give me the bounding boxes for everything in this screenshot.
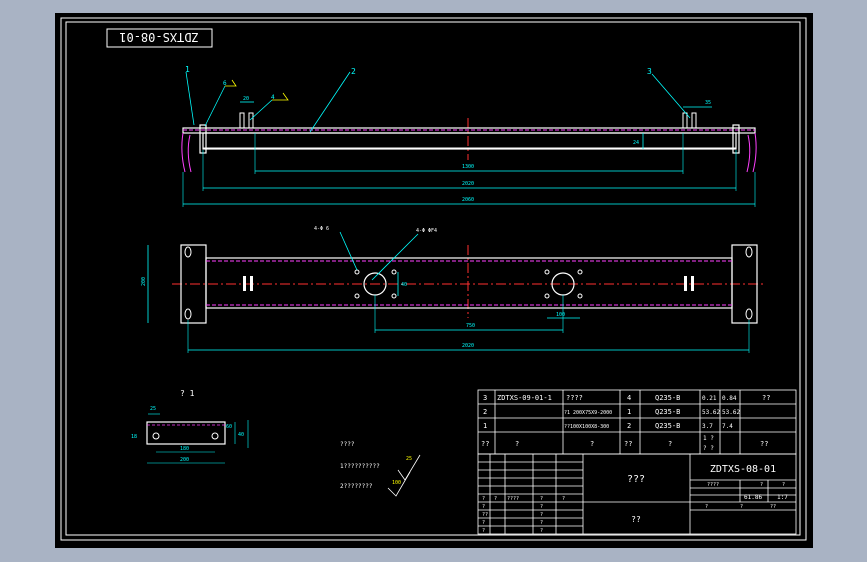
bom-r2-no: 1 (483, 422, 487, 430)
part-name: ??? (627, 474, 645, 485)
tb-cell-4: ? (740, 504, 743, 510)
bom-h-name: ? (590, 440, 594, 448)
tb-cell-15: ? (482, 520, 485, 526)
outer-border (60, 17, 807, 541)
bom-h-qty: ?? (624, 440, 632, 448)
tb-cell-10: ? (562, 496, 565, 502)
callout-3: 3 (647, 67, 652, 76)
tb-cell-18: ? (540, 528, 543, 534)
bom-r2-w1: 3.7 (702, 423, 713, 430)
bom-r1-w2: 53.62 (722, 409, 740, 416)
dim-step: 24 (633, 140, 639, 146)
tb-cell-1: ? (760, 482, 763, 488)
bom-r0-qty: 4 (627, 394, 631, 402)
plan-note-1: 4-Φ 6 (314, 226, 329, 232)
bom-r2-name: ??100X100X8-300 (564, 424, 609, 430)
drawing-number: ZDTXS-08-01 (710, 464, 776, 475)
dim-plan-hole: 40 (401, 282, 407, 288)
dim-left-gap: 20 (243, 96, 249, 102)
detail-view: ? 1 25 18 180 200 40 60 (131, 389, 249, 464)
bom-r0-w1: 0.21 (702, 395, 717, 402)
detail-dim-e: 40 (238, 432, 244, 438)
tech-notes: ???? 1?????????? 2???????? 25 100 (340, 441, 421, 497)
scale-value: 1:7 (777, 494, 788, 501)
dim-mid: 2020 (462, 181, 474, 187)
tb-cell-7: ? (482, 496, 485, 502)
detail-dim-f: 60 (226, 424, 232, 430)
drawing-area (55, 13, 813, 548)
detail-dim-a: 25 (150, 406, 156, 412)
notes-line-1: 1?????????? (340, 463, 380, 470)
plan-view: 4-Φ 6 4-Φ ΦF4 200 40 750 100 2020 (141, 226, 765, 353)
detail-dim-d: 200 (180, 457, 189, 463)
tb-cell-14: ? (540, 512, 543, 518)
callout-1: 1 (185, 65, 190, 74)
bom-r1-mat: Q235-B (655, 408, 680, 416)
dim-right-gap: 35 (705, 100, 711, 106)
detail-title: ? 1 (180, 389, 195, 398)
dim-inner: 1300 (462, 164, 474, 170)
tb-cell-0: ???? (707, 482, 719, 488)
weight-value: 61.86 (744, 494, 762, 501)
bom-r1-no: 2 (483, 408, 487, 416)
callout-2: 2 (351, 67, 356, 76)
tb-cell-17: ? (482, 528, 485, 534)
tb-cell-13: ?? (482, 512, 488, 518)
stamp-text: ZDTXS-08-01 (119, 30, 198, 44)
bom-h-code: ? (515, 440, 519, 448)
notes-title: ???? (340, 441, 355, 448)
top-view: 1 2 3 6 4 20 35 24 1300 2020 2060 (181, 65, 757, 207)
tb-cell-3: ? (705, 504, 708, 510)
tb-cell-12: ? (540, 504, 543, 510)
notes-weld: 25 (406, 456, 412, 462)
plan-note-2: 4-Φ ΦF4 (416, 228, 437, 234)
dim-plan-pitch: 100 (556, 312, 565, 318)
bom-r1-w1: 53.62 (702, 409, 720, 416)
bom-r0-mat: Q235-B (655, 394, 680, 402)
notes-weld-2: 100 (392, 480, 401, 486)
dim-plan-height: 200 (141, 277, 147, 286)
bom-r0-name: ???? (566, 394, 583, 402)
dim-plan-overall: 2020 (462, 343, 474, 349)
bom-r1-name: ?1 200X75X9-2000 (564, 410, 612, 416)
weld-mark-4: 4 (271, 94, 275, 101)
bom-h-no: ?? (481, 440, 489, 448)
bom-h-note: ?? (760, 440, 768, 448)
bom-r0-note: ?? (762, 394, 770, 402)
bom-r0-w2: 0.84 (722, 395, 737, 402)
tb-cell-8: ? (494, 496, 497, 502)
bom-r2-qty: 2 (627, 422, 631, 430)
bill-of-materials (477, 389, 797, 455)
notes-line-2: 2???????? (340, 483, 373, 490)
bom-h-w3: ? ? (703, 445, 714, 452)
bom-r2-mat: Q235-B (655, 422, 680, 430)
company-name: ?? (631, 515, 641, 524)
detail-dim-b: 18 (131, 434, 137, 440)
dim-plan-span: 750 (466, 323, 475, 329)
detail-dim-c: 180 (180, 446, 189, 452)
bom-r1-qty: 1 (627, 408, 631, 416)
inner-border (65, 21, 801, 536)
tb-cell-6: ???? (507, 496, 519, 502)
bom-r2-w2: 7.4 (722, 423, 733, 430)
bom-h-w: 1 ? (703, 435, 714, 442)
tb-cell-5: ?? (770, 504, 776, 510)
tb-cell-16: ? (540, 520, 543, 526)
tb-cell-11: ? (482, 504, 485, 510)
weld-mark-6: 6 (223, 80, 227, 87)
dim-overall: 2060 (462, 197, 474, 203)
title-block (477, 453, 797, 535)
bom-r0-no: 3 (483, 394, 487, 402)
bom-h-mat: ? (668, 440, 672, 448)
bom-r0-code: ZDTXS-09-01-1 (497, 394, 552, 402)
tb-cell-2: ? (782, 482, 785, 488)
drawing-stamp: ZDTXS-08-01 (106, 28, 213, 48)
tb-cell-9: ? (540, 496, 543, 502)
bom-rows: 3 ZDTXS-09-01-1 ???? 4 Q235-B 0.21 0.84 … (481, 394, 770, 452)
title-block-text: ??? ZDTXS-08-01 ?? 61.86 1:7 ???? ? ? ? … (482, 464, 788, 534)
